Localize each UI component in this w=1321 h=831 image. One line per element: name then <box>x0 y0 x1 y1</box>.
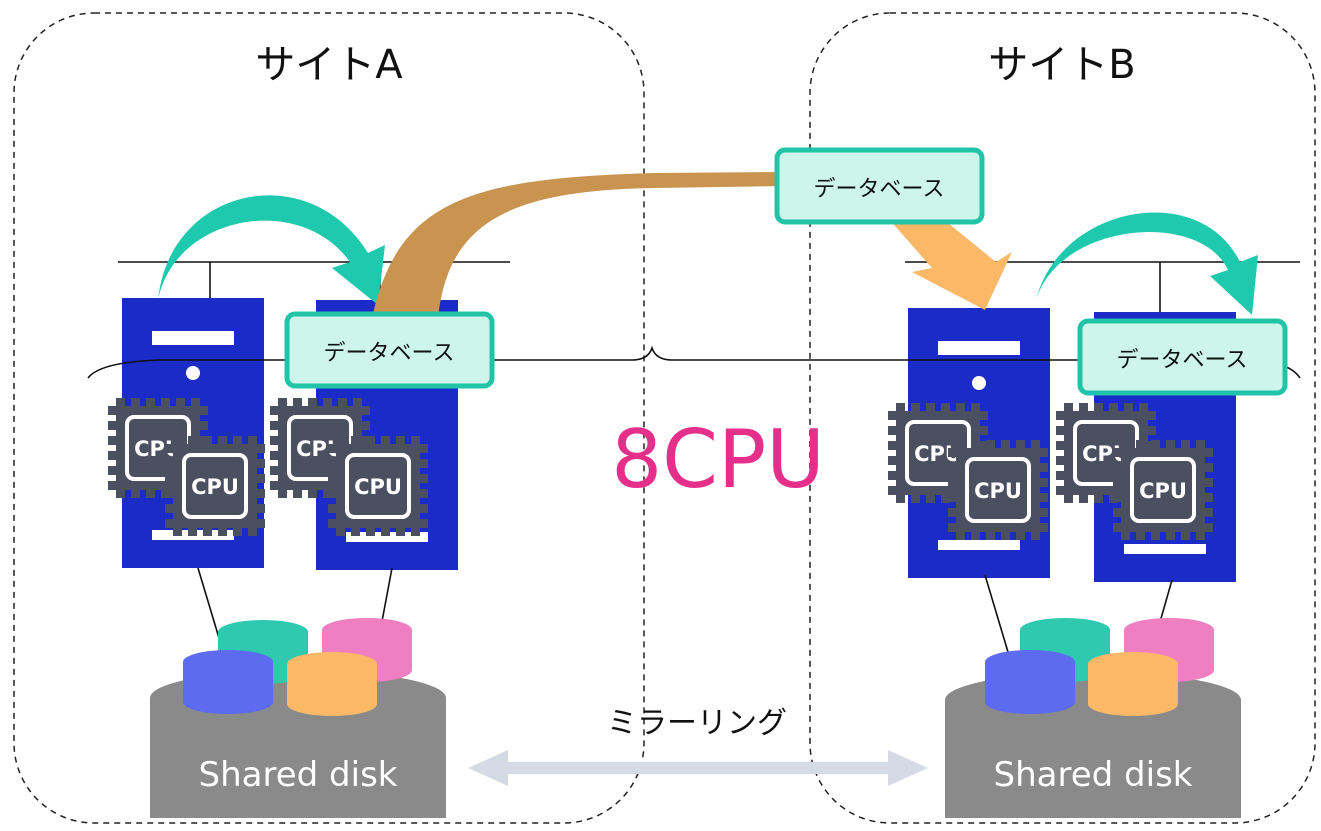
failover-arrow-a <box>158 195 385 305</box>
mirroring-arrow <box>468 750 928 786</box>
svg-text:Shared disk: Shared disk <box>994 755 1193 795</box>
svg-text:CPU: CPU <box>1139 479 1187 503</box>
failover-arrow-b <box>1036 212 1258 315</box>
cpu-chip: CPU <box>1111 438 1215 542</box>
network-lines <box>118 261 1300 312</box>
mirroring-label: ミラーリング <box>607 706 787 741</box>
cpu-chip: CPU <box>946 438 1050 542</box>
site-b-title: サイトB <box>988 42 1135 88</box>
cpu-total-label: 8CPU <box>611 413 825 506</box>
site-a-title: サイトA <box>255 42 403 88</box>
replication-arc <box>372 172 785 318</box>
database-box-a: データベース <box>284 311 495 389</box>
cpu-chip: CPU <box>326 434 430 538</box>
replication-arrow <box>888 210 1012 310</box>
svg-text:データベース: データベース <box>814 177 945 202</box>
svg-text:CPU: CPU <box>974 479 1022 503</box>
database-box-transfer: データベース <box>774 147 985 225</box>
svg-text:CPU: CPU <box>191 475 239 499</box>
svg-text:Shared disk: Shared disk <box>199 755 398 795</box>
site-a-container <box>13 12 645 824</box>
cpu-chip: CPU <box>163 434 267 538</box>
svg-text:CPU: CPU <box>354 475 402 499</box>
database-box-b: データベース <box>1077 318 1288 396</box>
site-b-container <box>809 12 1316 824</box>
svg-text:データベース: データベース <box>1117 348 1248 373</box>
svg-text:データベース: データベース <box>324 341 455 366</box>
